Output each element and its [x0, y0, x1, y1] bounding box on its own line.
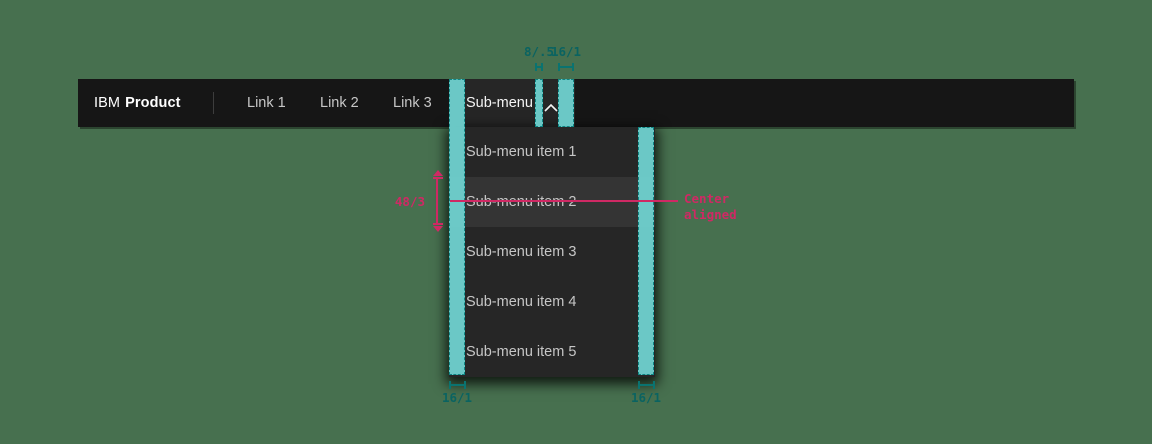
submenu-item-4[interactable]: Sub-menu item 4 [466, 294, 577, 310]
submenu-trigger-label: Sub-menu [466, 95, 533, 111]
submenu-item-1[interactable]: Sub-menu item 1 [466, 144, 577, 160]
item-height-label: 48/3 [394, 194, 425, 209]
measure-beam-top-8 [535, 63, 543, 71]
submenu-item-5[interactable]: Sub-menu item 5 [466, 344, 577, 360]
chevron-up-icon [544, 99, 558, 112]
submenu-item-2[interactable]: Sub-menu item 2 [449, 177, 655, 227]
spacing-overlay-right-padding [638, 127, 654, 375]
spacing-overlay-icon-gap [535, 79, 543, 127]
brand-name: Product [125, 95, 181, 111]
nav-link-2[interactable]: Link 2 [320, 95, 359, 111]
center-aligned-label-line1: Center [684, 191, 730, 206]
item-height-dimension [433, 177, 443, 225]
center-aligned-label: Center aligned [684, 191, 737, 223]
measure-beam-bottom-left [449, 381, 466, 389]
spacing-label-8: 8/.5 [523, 44, 555, 59]
spacing-overlay-trigger-right [558, 79, 574, 127]
product-header: IBM Product Link 1 Link 2 Link 3 Sub-men… [78, 79, 1074, 127]
spacing-label-bottom-right: 16/1 [630, 390, 662, 405]
dimension-arrow-up [433, 170, 443, 176]
header-divider [213, 92, 214, 114]
nav-link-1[interactable]: Link 1 [247, 95, 286, 111]
center-aligned-label-line2: aligned [684, 207, 737, 222]
spacing-overlay-left-padding [449, 79, 465, 375]
brand-prefix: IBM [94, 95, 121, 111]
spacing-label-bottom-left: 16/1 [441, 390, 473, 405]
submenu-panel: Sub-menu item 1 Sub-menu item 2 Sub-menu… [449, 127, 655, 377]
measure-beam-top-16 [558, 63, 574, 71]
submenu-trigger[interactable]: Sub-menu [449, 79, 575, 127]
measure-beam-bottom-right [638, 381, 655, 389]
submenu-item-3[interactable]: Sub-menu item 3 [466, 244, 577, 260]
spacing-label-16-top: 16/1 [550, 44, 582, 59]
center-alignment-line [450, 200, 678, 202]
nav-link-3[interactable]: Link 3 [393, 95, 432, 111]
brand: IBM Product [94, 79, 181, 127]
dimension-arrow-down [433, 226, 443, 232]
